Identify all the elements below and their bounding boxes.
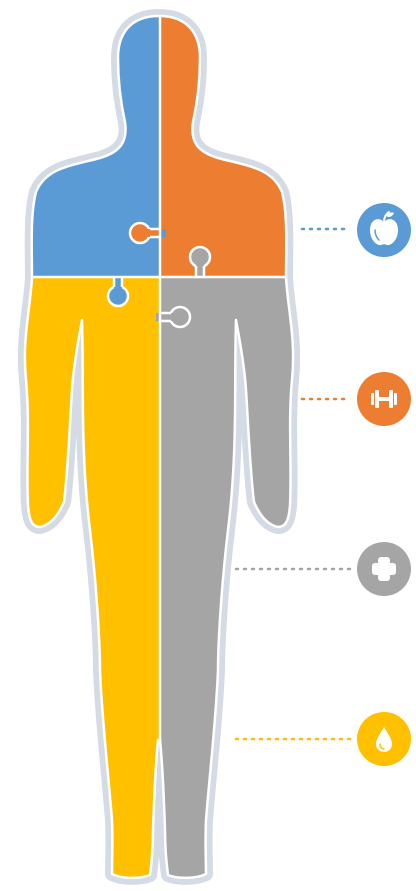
plus-icon	[357, 542, 411, 596]
dumbbell-icon	[357, 372, 411, 426]
puzzle-knob	[108, 286, 128, 306]
apple-icon	[357, 203, 411, 257]
puzzle-knob	[130, 223, 150, 243]
water-drop-icon	[357, 712, 411, 766]
